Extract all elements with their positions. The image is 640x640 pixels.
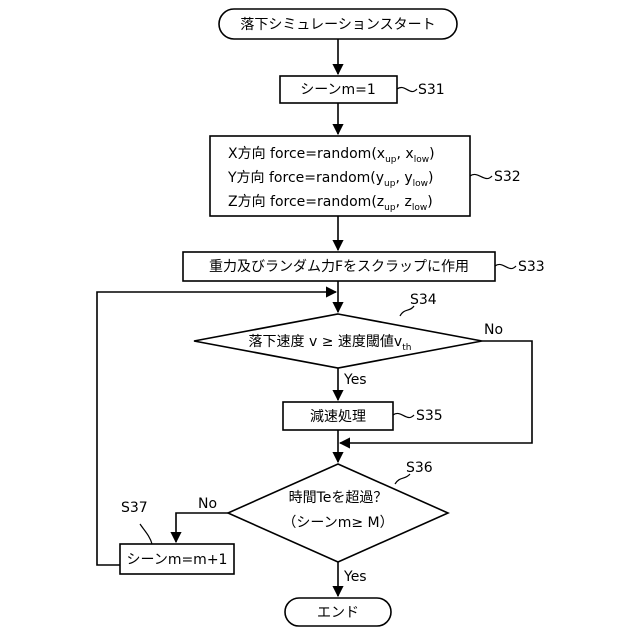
end-label: エンド [317,605,359,621]
start-label: 落下シミュレーションスタート [240,17,435,33]
s32-id: S32 [494,169,521,185]
s31-leader [397,87,417,91]
s36-yes-label: Yes [343,569,367,585]
s31-id: S31 [418,82,445,98]
s34-no-label: No [484,322,503,338]
s33-label: 重力及びランダム力Fをスクラップに作用 [209,259,469,275]
step-s31: シーンm=1 [280,76,397,103]
s36-line2: （シーンm≥ M） [282,515,393,531]
step-s32: X方向 force=random(xup, xlow) Y方向 force=ra… [210,136,470,216]
s37-id: S37 [121,500,148,516]
s34-yes-label: Yes [343,372,367,388]
s36-no-label: No [198,496,217,512]
s36-line1: 時間Teを超過？ [289,490,388,506]
s36-no-arrow [176,513,228,542]
s37-leader [140,524,152,544]
end-terminal: エンド [285,598,391,626]
s37-label: シーンm=m+1 [127,552,228,568]
s34-id: S34 [410,292,437,308]
s31-label: シーンm=1 [300,82,376,98]
s36-id: S36 [406,460,433,476]
s33-leader [495,264,516,268]
start-terminal: 落下シミュレーションスタート [219,9,457,39]
step-s35: 減速処理 [283,402,393,430]
s35-leader [393,413,414,417]
decision-s34: 落下速度 v ≥ 速度閾値vth [194,314,482,368]
step-s33: 重力及びランダム力Fをスクラップに作用 [183,252,495,281]
s35-label: 減速処理 [310,408,366,425]
decision-s36: 時間Teを超過？ （シーンm≥ M） [228,464,448,562]
s33-id: S33 [518,259,545,275]
s32-leader [470,174,492,178]
s35-id: S35 [416,408,443,424]
step-s37: シーンm=m+1 [120,544,234,574]
